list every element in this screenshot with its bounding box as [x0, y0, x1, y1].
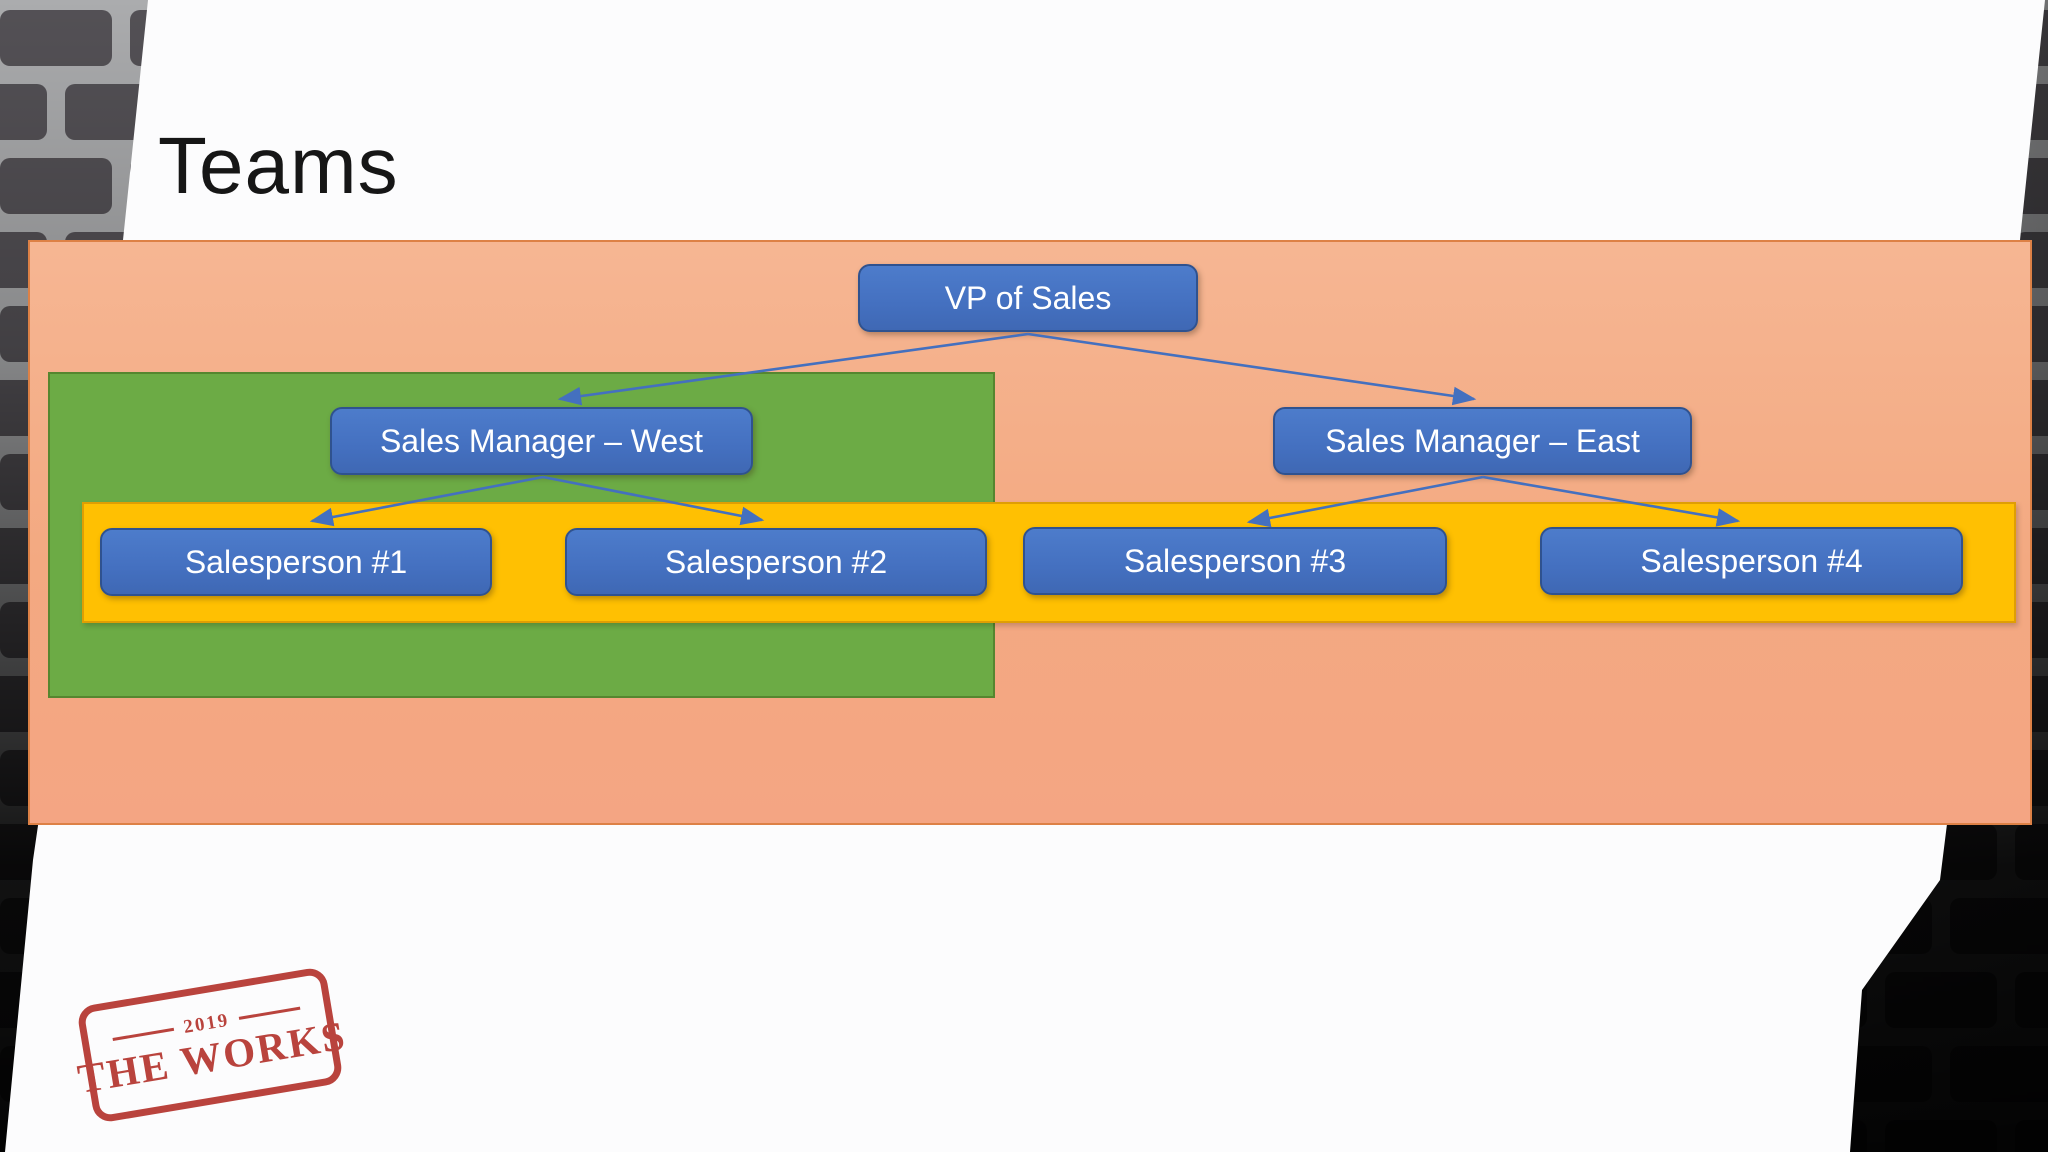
- node-vp-of-sales: VP of Sales: [858, 264, 1198, 332]
- node-salesperson-3: Salesperson #3: [1023, 527, 1447, 595]
- node-salesperson-2: Salesperson #2: [565, 528, 987, 596]
- stamp-right-rule: [238, 1007, 301, 1021]
- node-sales-manager-east: Sales Manager – East: [1273, 407, 1692, 475]
- node-salesperson-4: Salesperson #4: [1540, 527, 1963, 595]
- stamp-left-rule: [112, 1028, 175, 1042]
- node-salesperson-1: Salesperson #1: [100, 528, 492, 596]
- slide-title: Teams: [158, 121, 399, 210]
- node-sales-manager-west: Sales Manager – West: [330, 407, 753, 475]
